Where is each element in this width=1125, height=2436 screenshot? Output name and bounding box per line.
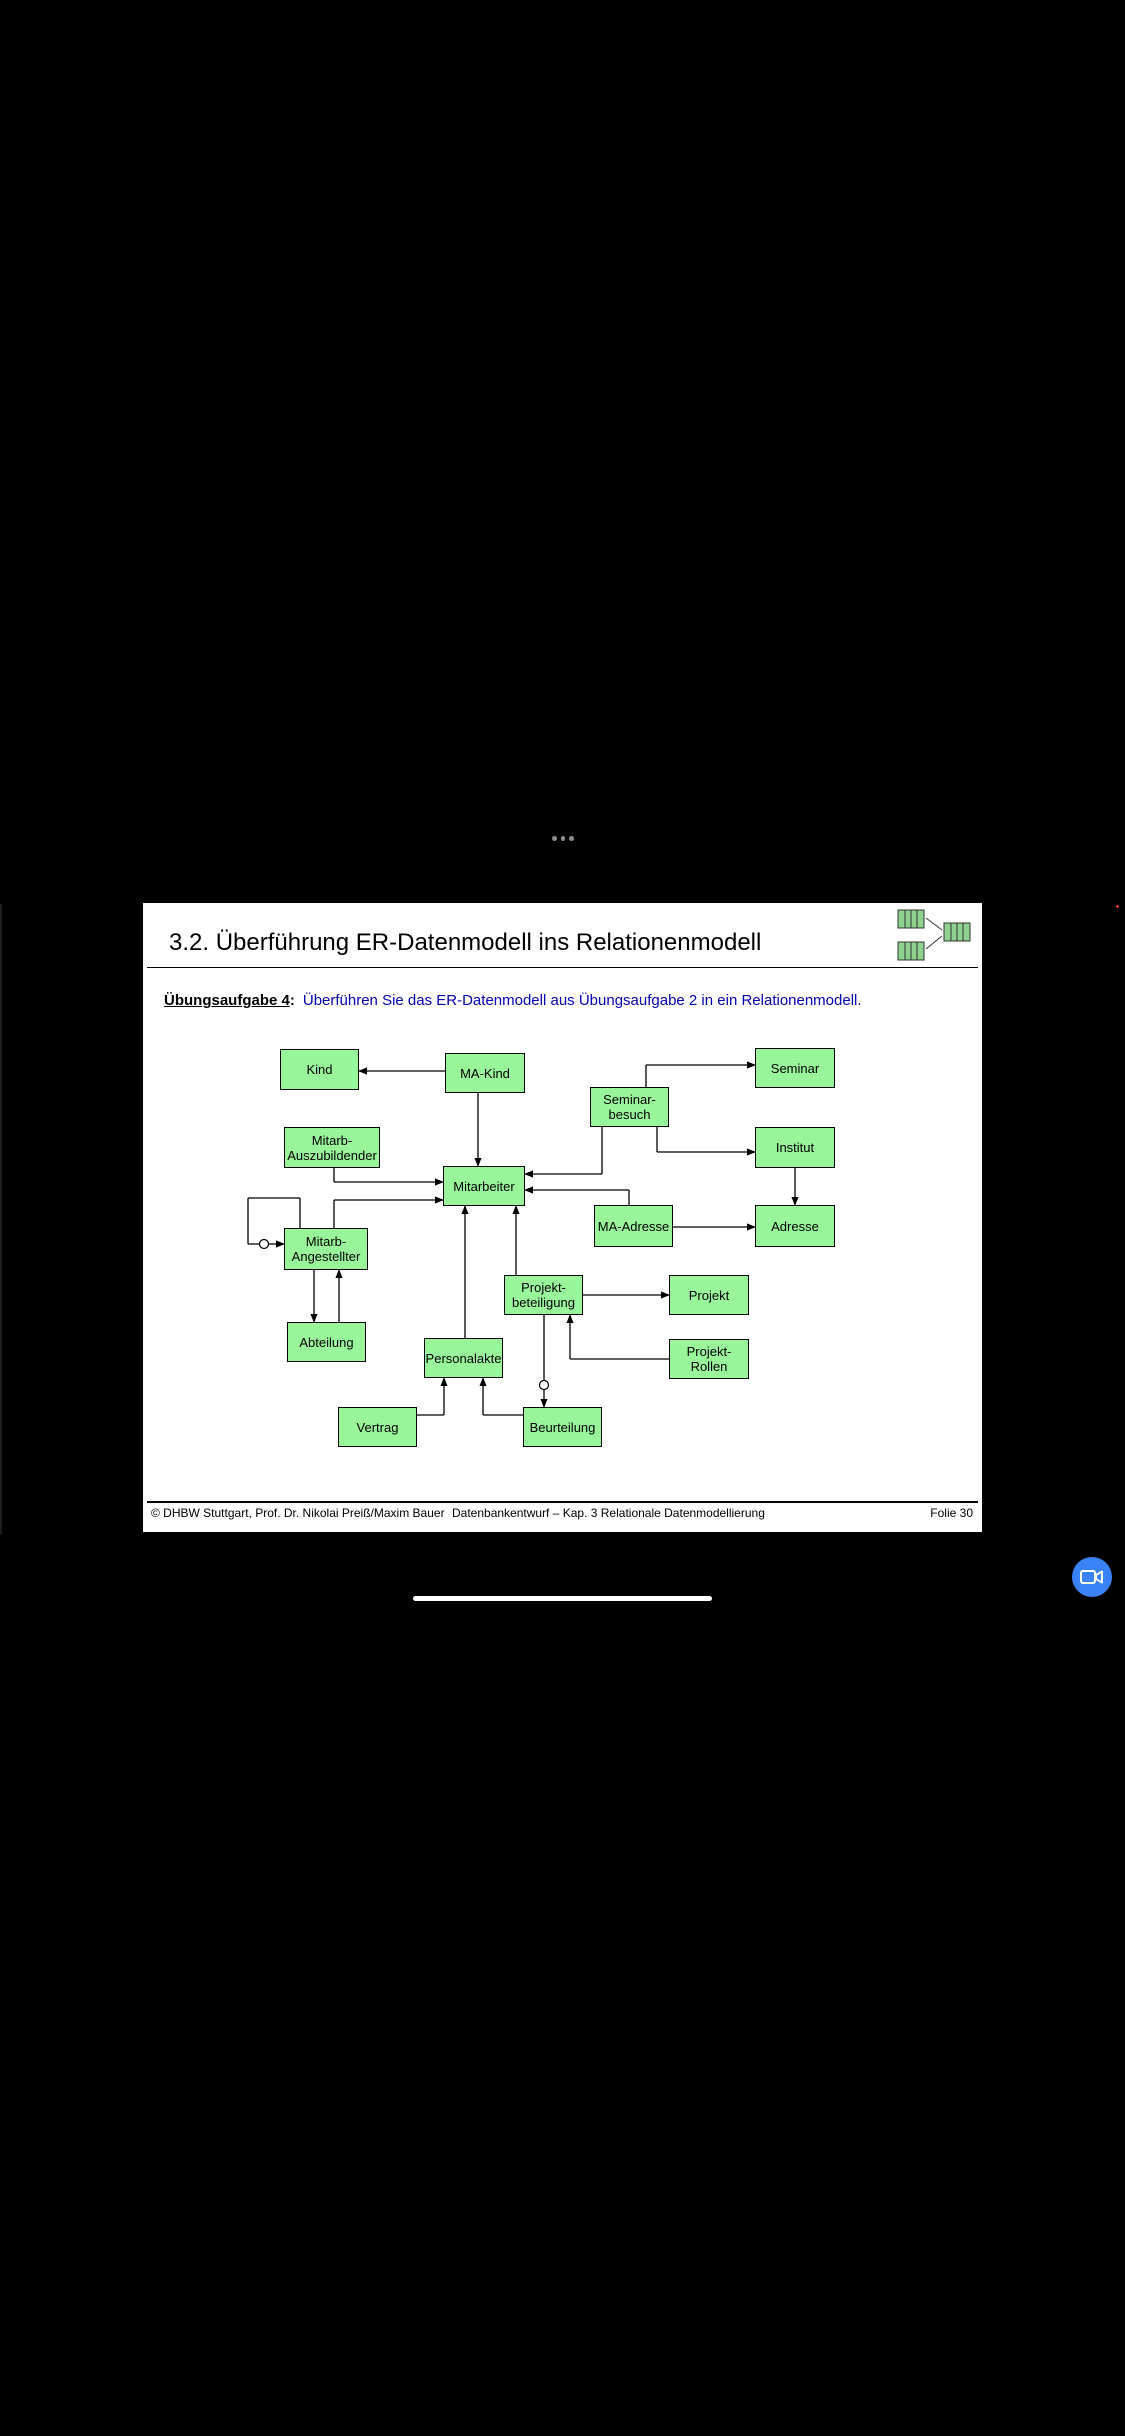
entity-projekt: Projekt [669,1275,749,1315]
entity-ma-adresse: MA-Adresse [594,1205,673,1247]
entity-beurteilung: Beurteilung [523,1407,602,1447]
table-relation-logo-icon [897,909,971,961]
home-indicator[interactable] [413,1596,712,1601]
task-line: Übungsaufgabe 4: Überführen Sie das ER-Da… [164,992,862,1009]
slide-title: 3.2. Überführung ER-Datenmodell ins Rela… [169,929,762,956]
entity-seminarbesuch: Seminar- besuch [590,1087,669,1127]
entity-projektbeteiligung: Projekt- beteiligung [504,1275,583,1315]
entity-seminar: Seminar [755,1048,835,1088]
entity-ma-kind: MA-Kind [445,1053,525,1093]
entity-adresse: Adresse [755,1205,835,1247]
entity-kind: Kind [280,1049,359,1090]
footer-copyright: © DHBW Stuttgart, Prof. Dr. Nikolai Prei… [151,1506,445,1520]
entity-personalakte: Personalakte [424,1338,503,1378]
more-options-icon[interactable] [552,836,575,842]
footer-slide-number: Folie 30 [930,1506,973,1520]
task-label: Übungsaufgabe 4 [164,992,290,1009]
entity-mitarb-auszubildender: Mitarb- Auszubildender [284,1127,380,1168]
task-text: Überführen Sie das ER-Datenmodell aus Üb… [302,992,862,1009]
optional-marker-beurteilung [538,1379,550,1391]
relation-diagram [247,1061,799,1416]
footer-rule [147,1501,978,1503]
footer-course: Datenbankentwurf – Kap. 3 Relationale Da… [452,1506,765,1520]
entity-vertrag: Vertrag [338,1407,417,1447]
status-indicator [1116,905,1119,908]
video-camera-icon [1080,1570,1103,1584]
entity-mitarb-angestellter: Mitarb- Angestellter [284,1228,368,1270]
entity-institut: Institut [755,1127,835,1168]
task-colon: : [289,992,295,1009]
optional-marker [258,1238,270,1250]
left-edge-divider [0,904,2,1534]
title-rule [147,967,978,968]
video-camera-button[interactable] [1072,1557,1112,1597]
presentation-slide: 3.2. Überführung ER-Datenmodell ins Rela… [143,903,982,1532]
entity-projekt-rollen: Projekt- Rollen [669,1339,749,1379]
entity-abteilung: Abteilung [287,1322,366,1362]
entity-mitarbeiter: Mitarbeiter [443,1166,525,1206]
